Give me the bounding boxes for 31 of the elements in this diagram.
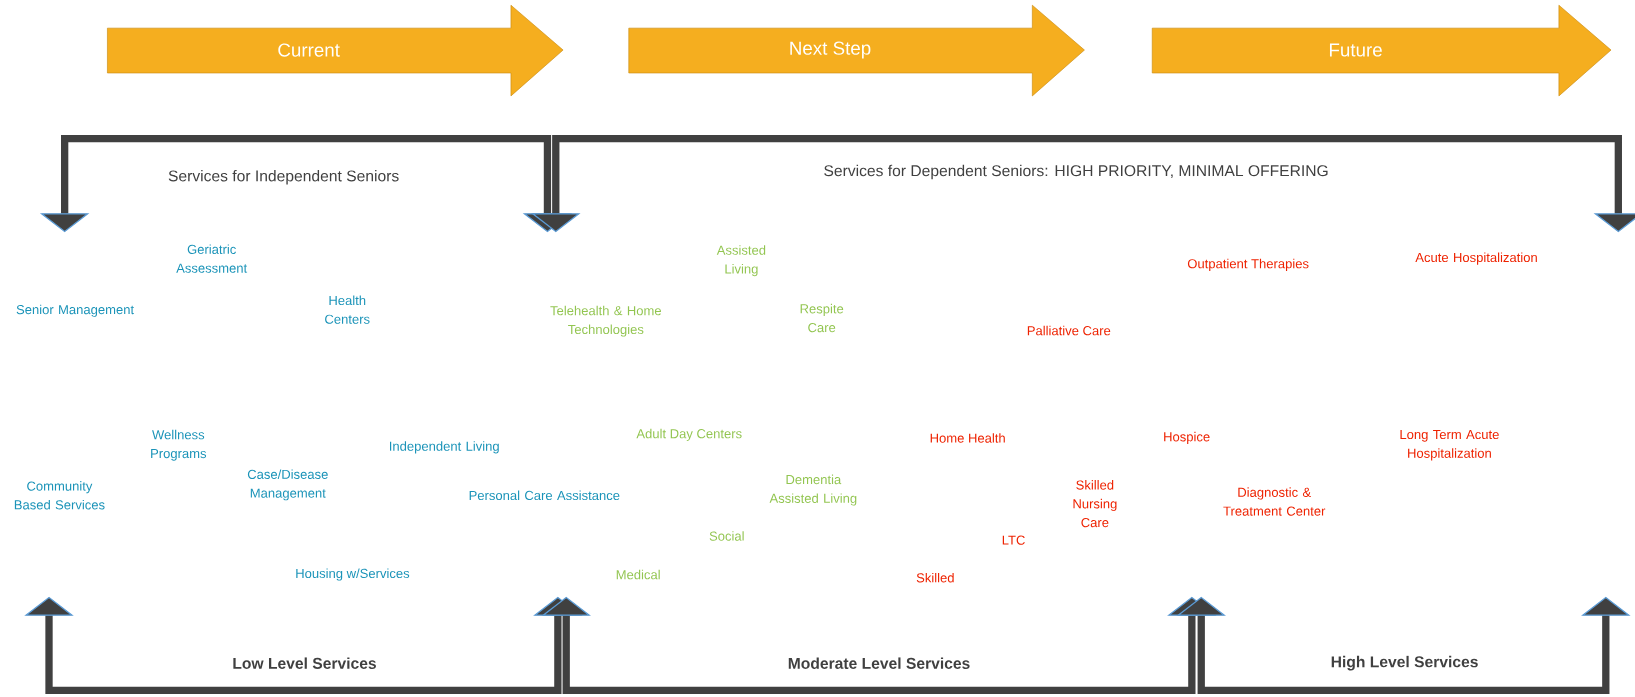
service-label: Telehealth & Home Technologies: [550, 305, 661, 337]
service-label: Housing w/Services: [296, 568, 410, 581]
service-label: LTC: [1002, 535, 1025, 545]
service-label: Skilled Nursing Care: [1073, 480, 1117, 528]
level-label: High Level Services: [1331, 656, 1478, 671]
service-label: Home Health: [930, 433, 1005, 443]
service-label: Adult Day Centers: [636, 428, 742, 442]
level-label: Moderate Level Services: [788, 657, 970, 670]
service-label: Social: [709, 531, 744, 541]
service-label: Wellness Programs: [151, 430, 207, 461]
service-label: Palliative Care: [1027, 326, 1111, 336]
service-label: Acute Hospitalization: [1415, 252, 1537, 265]
service-label: Senior Management: [16, 304, 134, 318]
service-label: Respite Care: [800, 304, 844, 333]
service-label: Independent Living: [390, 441, 499, 454]
service-label: Hospice: [1164, 432, 1210, 445]
service-label: Geriatric Assessment: [176, 244, 248, 273]
section-heading: Services for Dependent Seniors: HIGH PRIORITY, MINIMAL OFFERING: [824, 165, 1328, 180]
service-label: Health Centers: [325, 295, 370, 325]
service-label: Community Based Services: [14, 481, 105, 510]
service-label: Medical: [616, 570, 660, 580]
service-label: Long Term Acute Hospitalization: [1400, 430, 1499, 461]
service-label: Assisted Living: [716, 245, 766, 277]
service-label: Personal Care Assistance: [469, 490, 620, 501]
level-label: Low Level Services: [233, 657, 376, 670]
service-label: Case/Disease Management: [247, 469, 328, 501]
service-label: Outpatient Therapies: [1187, 259, 1309, 272]
service-label: Skilled: [916, 573, 954, 583]
section-heading: Services for Independent Seniors: [168, 170, 399, 185]
service-label: Dementia Assisted Living: [769, 474, 857, 506]
service-label: Diagnostic & Treatment Center: [1223, 487, 1326, 516]
